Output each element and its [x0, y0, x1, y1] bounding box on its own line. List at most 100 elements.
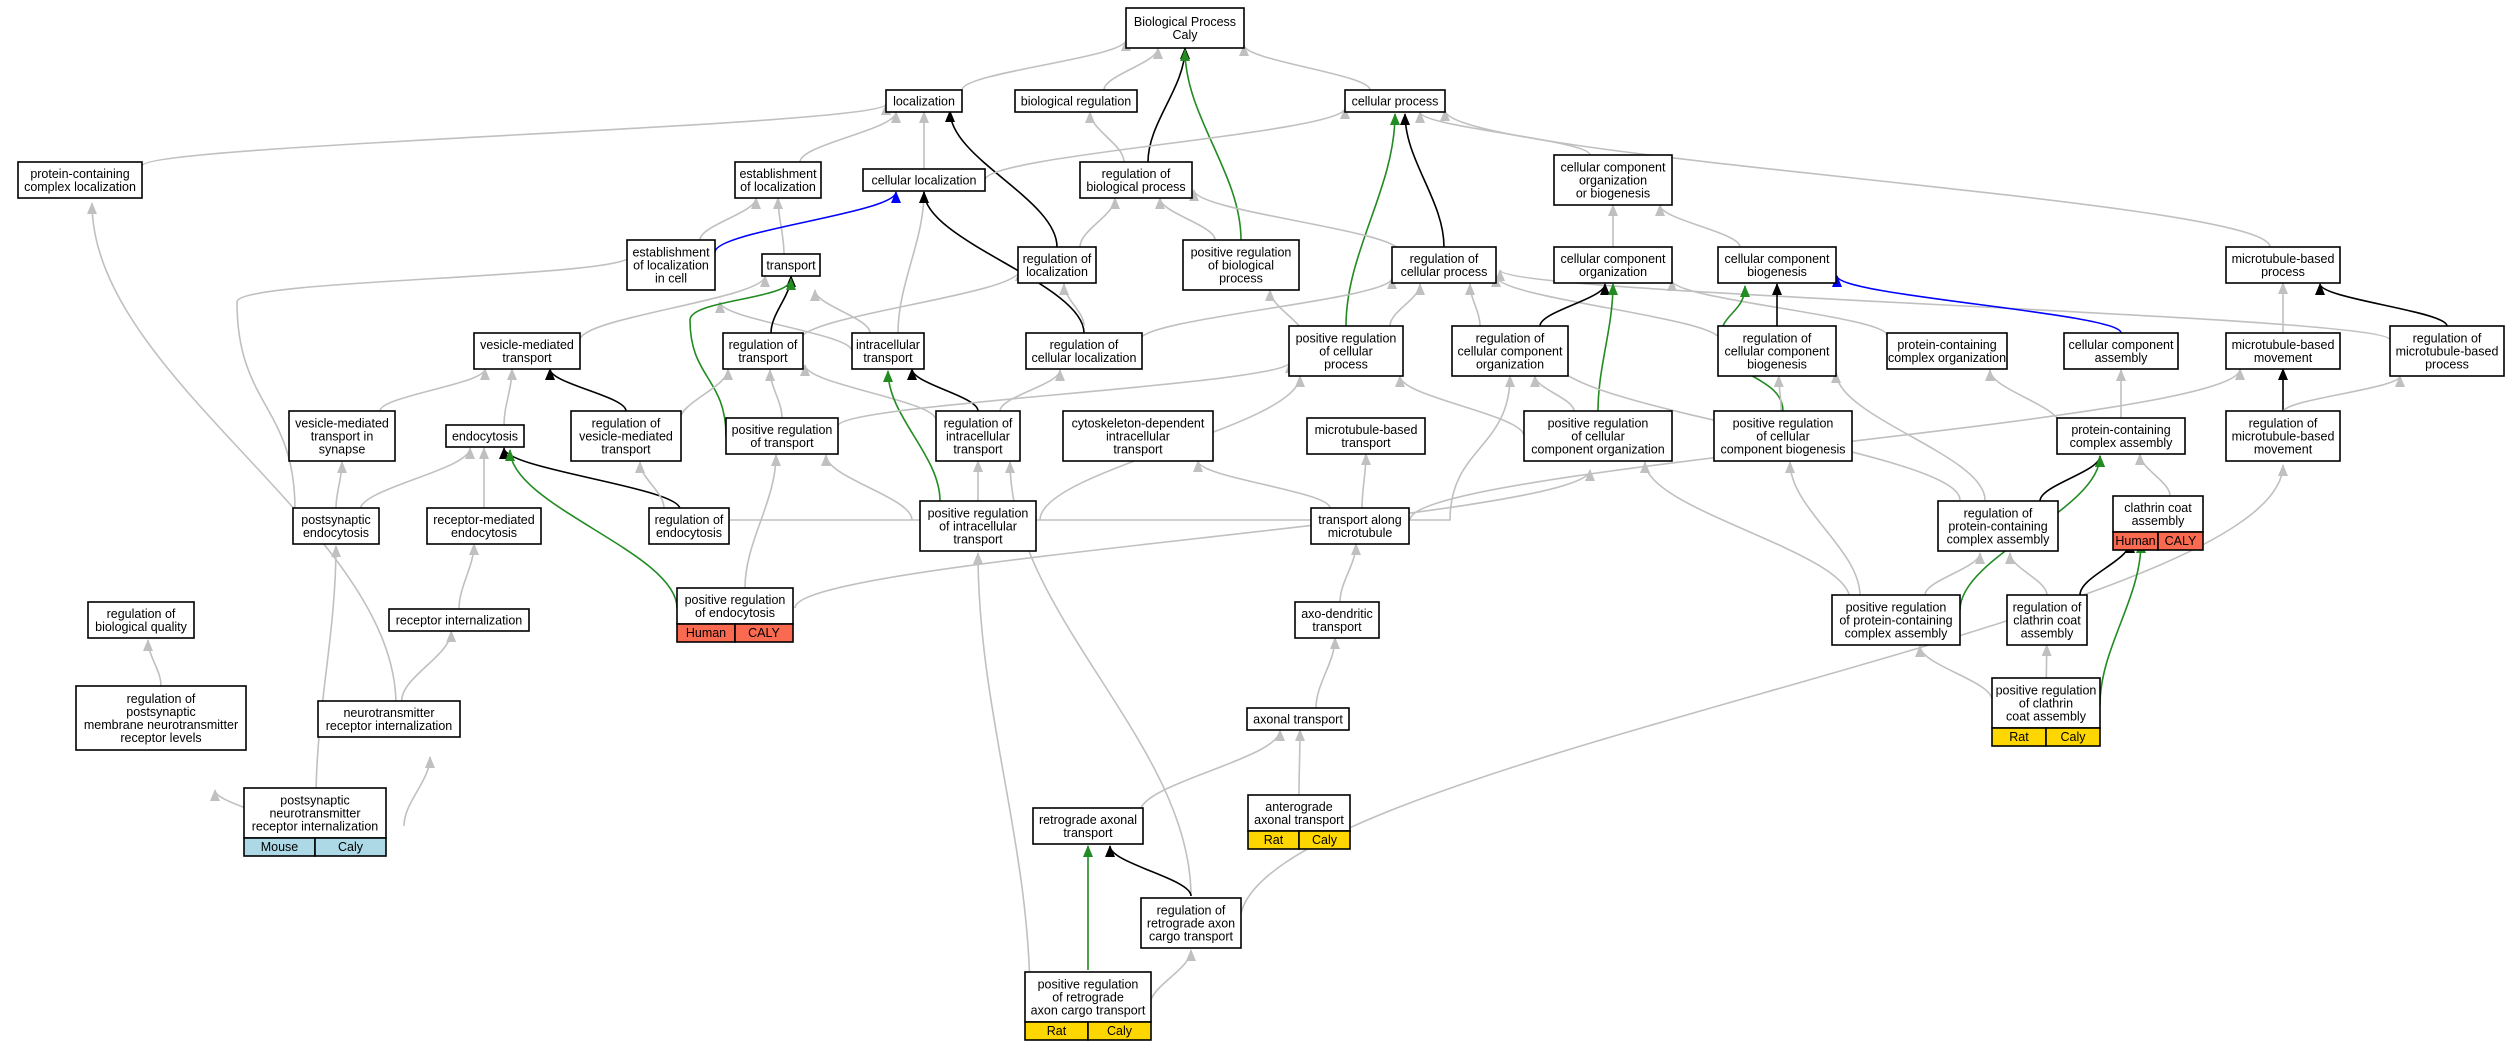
- node-label: process: [2425, 358, 2469, 372]
- node-box: [445, 424, 525, 448]
- gene-badge: [734, 623, 794, 643]
- node-label: positive regulation: [1296, 332, 1397, 346]
- node-localization[interactable]: localization: [885, 89, 963, 113]
- node-label: transport: [766, 259, 816, 273]
- node-label: establishment: [739, 167, 817, 181]
- edge-posregcco-to-cco: [1597, 283, 1618, 412]
- node-label: component biogenesis: [1720, 443, 1845, 457]
- node-bioreg[interactable]: biological regulation: [1014, 89, 1138, 113]
- gene-badge: [1087, 1021, 1152, 1041]
- species-label: Rat: [2009, 730, 2029, 744]
- node-label: regulation of: [2249, 417, 2318, 431]
- node-label: regulation of: [2413, 332, 2482, 346]
- node-endocytosis[interactable]: endocytosis: [445, 424, 525, 448]
- node-label: cellular component: [1725, 345, 1830, 359]
- node-label: Biological Process: [1134, 15, 1236, 29]
- node-label: neurotransmitter: [269, 807, 360, 821]
- node-cellproc[interactable]: cellular process: [1344, 89, 1446, 113]
- node-cellloc[interactable]: cellular localization: [862, 168, 986, 192]
- node-label: cellular component: [2069, 338, 2174, 352]
- node-transport[interactable]: transport: [761, 253, 821, 277]
- node-box: [2225, 246, 2341, 284]
- edge-regintra-to-intracell: [907, 368, 979, 412]
- node-label: movement: [2254, 351, 2313, 365]
- node-label: transport: [738, 351, 788, 365]
- node-label: transport: [601, 443, 651, 457]
- node-recint[interactable]: receptor internalization: [388, 608, 530, 632]
- edge-tamt-to-mtbt: [1360, 453, 1371, 509]
- node-label: positive regulation: [1733, 417, 1834, 431]
- edge-ntri-to-recint: [400, 630, 457, 702]
- node-cdit[interactable]: cytoskeleton-dependentintracellulartrans…: [1062, 410, 1214, 462]
- node-label: of protein-containing: [1839, 614, 1952, 628]
- edge-posregpca-to-regpca: [1924, 552, 1985, 596]
- node-label: clathrin coat: [2013, 614, 2081, 628]
- node-label: regulation of: [729, 338, 798, 352]
- node-box: [1831, 594, 1961, 646]
- node-label: complex assembly: [2070, 436, 2174, 450]
- node-label: complex assembly: [1947, 533, 2051, 547]
- edge-intracell-to-transport: [810, 289, 871, 334]
- edge-regcco-to-cco: [1539, 283, 1610, 327]
- node-label: positive regulation: [1038, 978, 1139, 992]
- node-axt[interactable]: axonal transport: [1246, 707, 1350, 731]
- node-box: [1294, 601, 1380, 639]
- node-label: intracellular: [946, 430, 1010, 444]
- edge-posregccb-to-regccb: [1773, 375, 1784, 412]
- node-label: cytoskeleton-dependent: [1072, 417, 1205, 431]
- node-box: [1713, 410, 1853, 462]
